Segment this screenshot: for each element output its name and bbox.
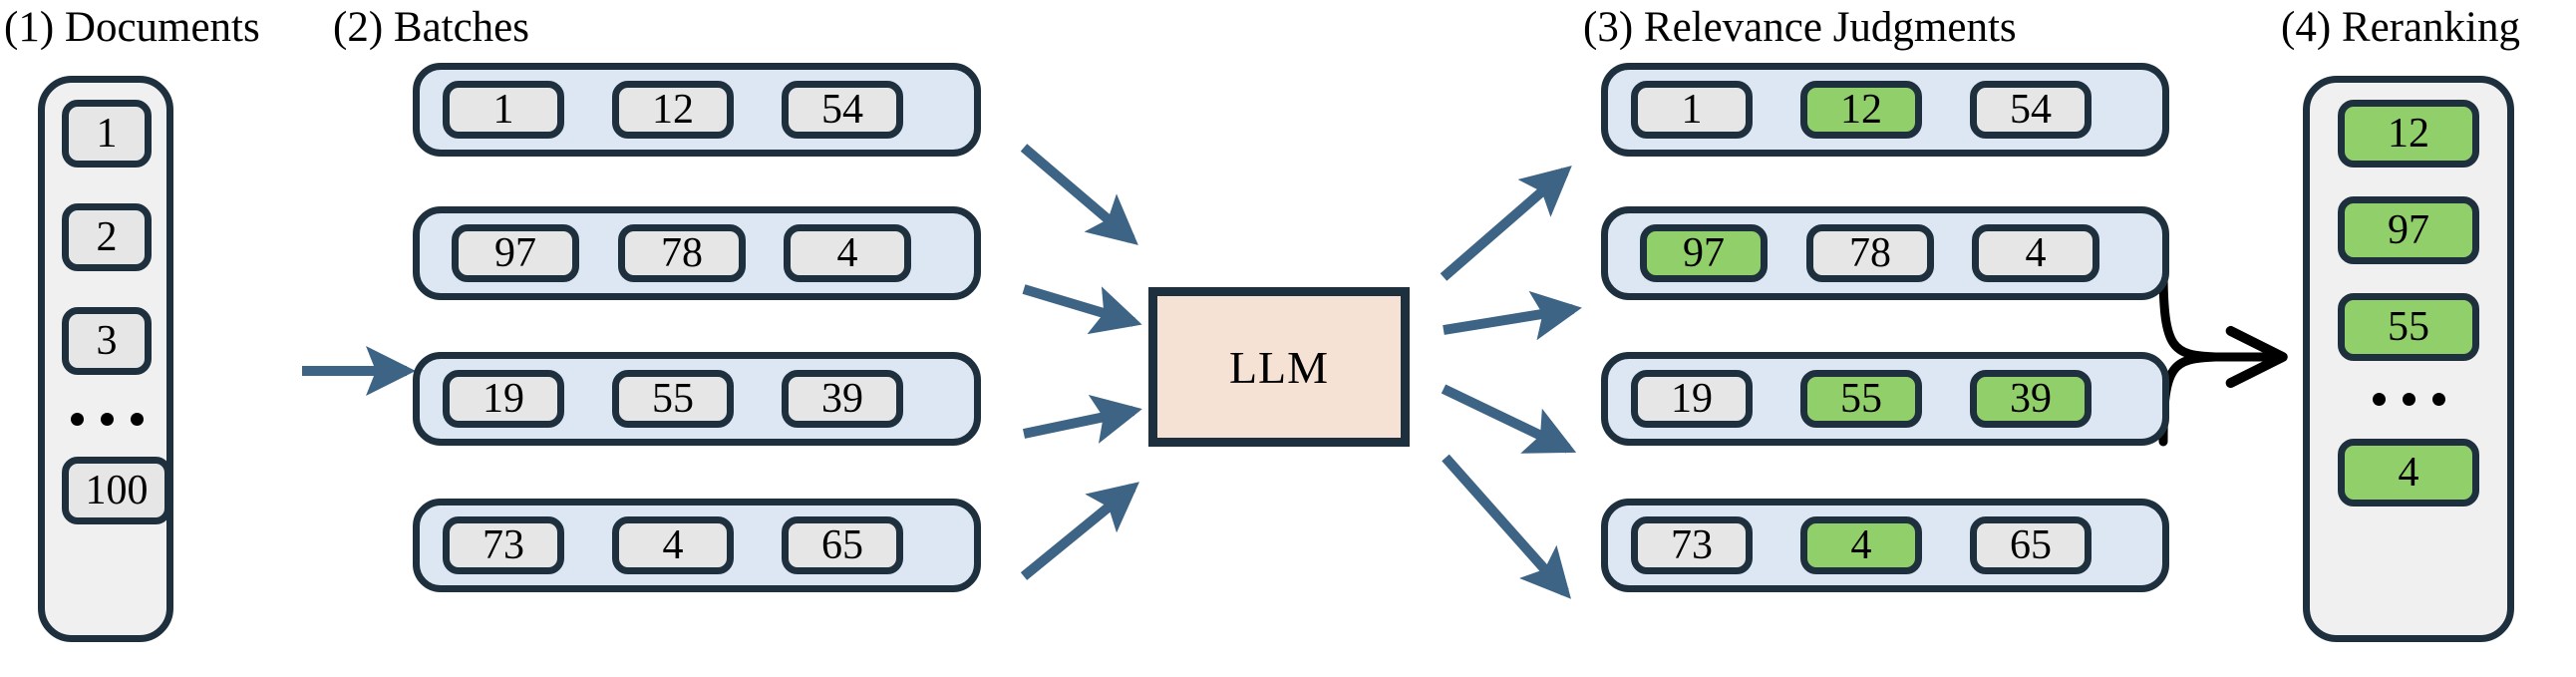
document-cell[interactable]: 100 [62,457,171,524]
judgment-cell[interactable]: 54 [1970,81,2092,139]
batch-cell[interactable]: 12 [612,81,734,139]
caption-relevance-judgments: (3) Relevance Judgments [1583,4,2017,51]
batch-cell[interactable]: 39 [782,370,903,428]
reranked-cell[interactable]: 4 [2338,439,2479,507]
batch-cell[interactable]: 97 [452,224,579,282]
reranking-ellipsis [2338,379,2479,419]
batch-cell[interactable]: 4 [784,224,911,282]
document-cell[interactable]: 2 [62,203,152,271]
judgment-cell[interactable]: 19 [1631,370,1753,428]
batch-cell[interactable]: 78 [618,224,746,282]
judgment-cell-relevant[interactable]: 12 [1800,81,1922,139]
arrows-batches-to-llm [1020,144,1142,580]
arrow-judgments-to-reranking [2158,265,2288,447]
reranked-cell[interactable]: 12 [2338,100,2479,168]
judgment-cell-relevant[interactable]: 4 [1800,516,1922,574]
judgment-cell-relevant[interactable]: 97 [1640,224,1768,282]
documents-ellipsis [62,399,152,439]
batch-cell[interactable]: 4 [612,516,734,574]
batch-cell[interactable]: 1 [443,81,564,139]
batch-cell[interactable]: 54 [782,81,903,139]
reranked-cell[interactable]: 97 [2338,196,2479,264]
judgment-cell[interactable]: 4 [1972,224,2099,282]
caption-documents: (1) Documents [4,4,260,51]
batch-cell[interactable]: 65 [782,516,903,574]
reranked-cell[interactable]: 55 [2338,293,2479,361]
document-cell[interactable]: 1 [62,100,152,168]
caption-batches: (2) Batches [333,4,530,51]
caption-reranking: (4) Reranking [2281,4,2521,51]
judgment-cell[interactable]: 78 [1806,224,1934,282]
batch-cell[interactable]: 73 [443,516,564,574]
batch-cell[interactable]: 19 [443,370,564,428]
batch-cell[interactable]: 55 [612,370,734,428]
judgment-cell[interactable]: 65 [1970,516,2092,574]
llm-box[interactable]: LLM [1148,287,1410,447]
judgment-cell[interactable]: 73 [1631,516,1753,574]
arrows-llm-to-judgments [1440,166,1582,599]
document-cell[interactable]: 3 [62,307,152,375]
judgment-cell[interactable]: 1 [1631,81,1753,139]
judgment-cell-relevant[interactable]: 55 [1800,370,1922,428]
judgment-cell-relevant[interactable]: 39 [1970,370,2092,428]
